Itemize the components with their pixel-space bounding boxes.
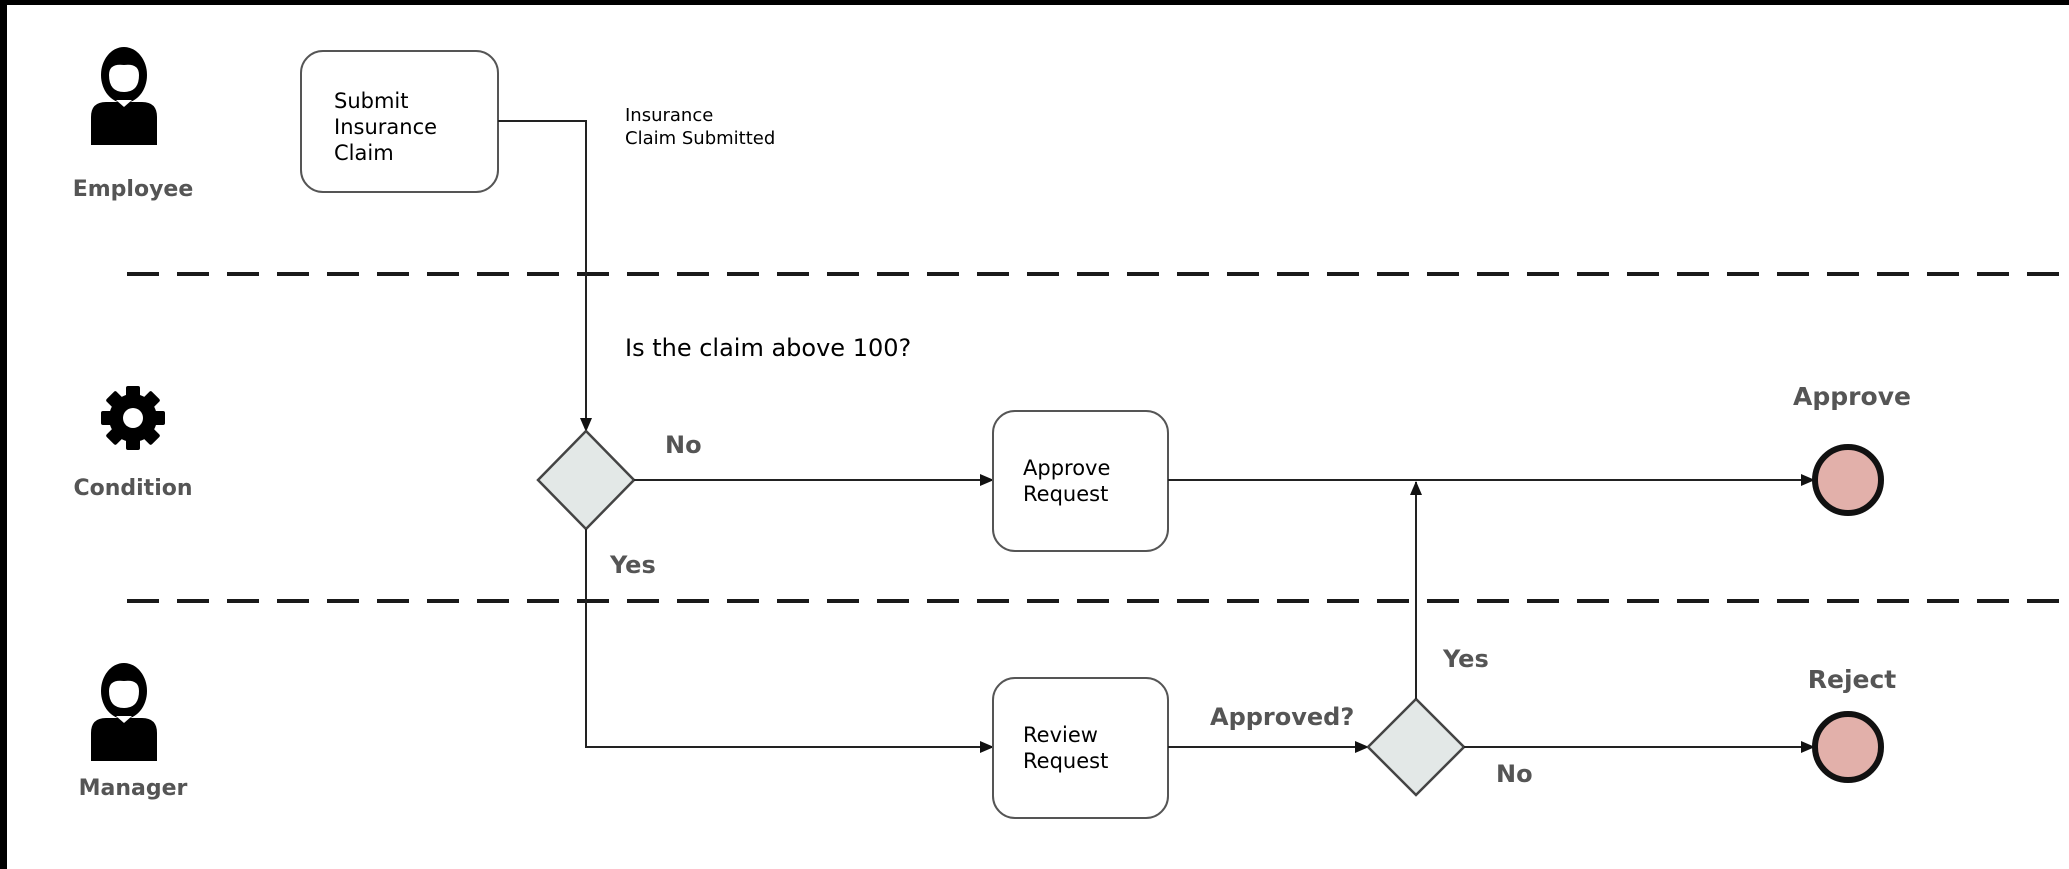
manager-person-icon [91,663,157,761]
gear-icon [101,386,165,450]
condition-question: Is the claim above 100? [625,334,911,362]
flow-submit-to-gateway [498,120,592,432]
claim-submitted-annotation: Insurance Claim Submitted [625,105,775,149]
submit-claim-label: Submit Insurance Claim [334,89,444,165]
approve-end-event[interactable] [1812,444,1884,516]
approved-question-label: Approved? [1210,703,1354,731]
flow-gateway-yes [585,529,994,753]
lane-label-manager: Manager [79,776,188,801]
gateway1-no-label: No [665,431,702,459]
approve-request-task[interactable] [992,410,1169,552]
lane-label-condition: Condition [73,476,192,501]
gateway1-yes-label: Yes [609,551,656,579]
approve-request-label: Approve Request [1023,456,1117,506]
review-request-task[interactable] [992,677,1169,819]
claim-amount-gateway[interactable] [536,429,636,531]
lane-label-employee: Employee [73,177,194,202]
employee-person-icon [91,47,157,145]
gateway2-no-label: No [1496,760,1533,788]
review-request-label: Review Request [1023,723,1108,773]
gateway2-yes-label: Yes [1442,645,1489,673]
diagram-svg: Employee Condition Manager Submit Insura… [73,47,2069,819]
reject-end-event[interactable] [1812,711,1884,783]
approve-end-label: Approve [1793,382,1911,411]
reject-end-label: Reject [1808,665,1897,694]
process-diagram: Employee Condition Manager Submit Insura… [7,5,2069,869]
approval-gateway[interactable] [1366,697,1466,797]
